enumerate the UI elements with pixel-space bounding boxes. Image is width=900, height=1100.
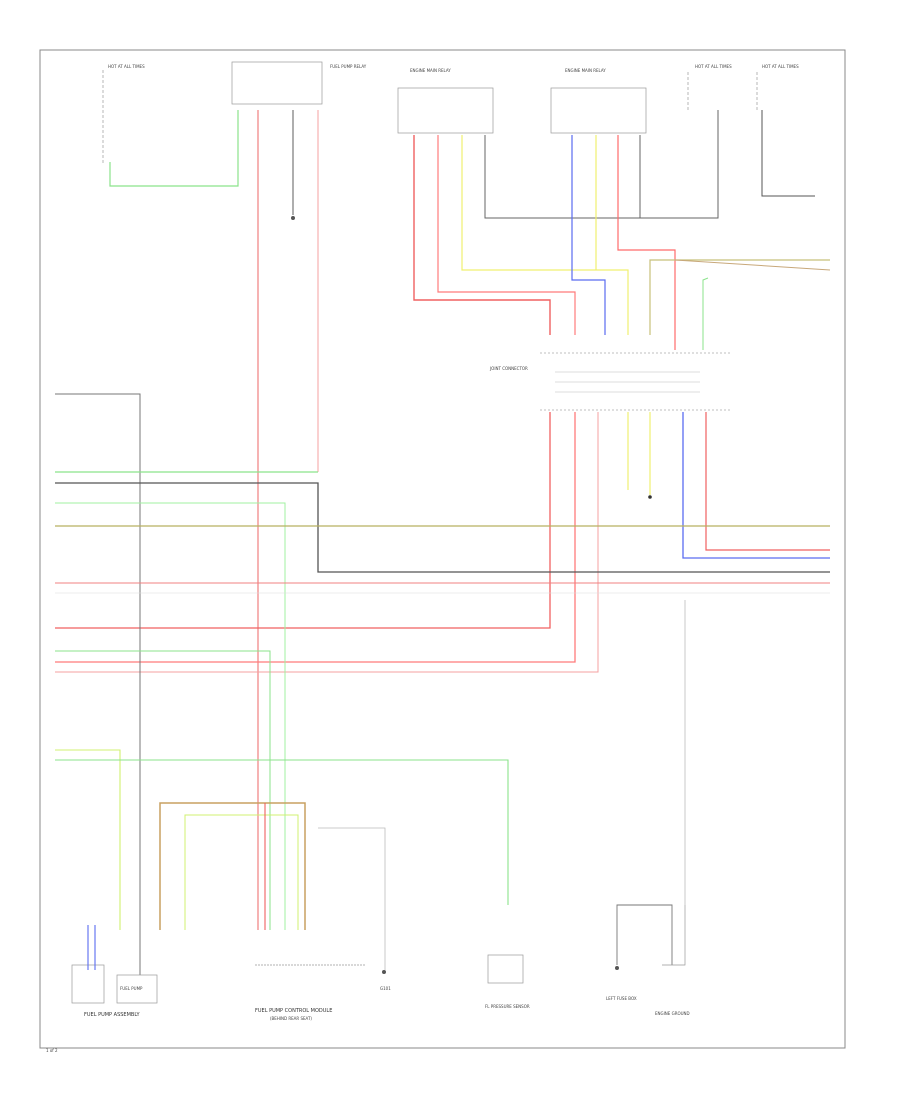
engine-ground: ENGINE GROUND xyxy=(655,905,690,1016)
fuel-pump-assembly-label: FUEL PUMP ASSEMBLY xyxy=(84,1012,140,1018)
wire-green-h-760 xyxy=(55,759,509,905)
hot-fuse-left: HOT AT ALL TIMES xyxy=(102,64,145,165)
fuel-pressure-sensor-label: FL PRESSURE SENSOR xyxy=(485,1004,530,1009)
wire-green-h-651 xyxy=(55,650,271,930)
fuel-pressure-sensor: FL PRESSURE SENSOR xyxy=(485,954,530,1009)
wire-yellowgreen-h-750 xyxy=(55,749,121,930)
fuel-pump-control-module-sub-label: (BEHIND REAR SEAT) xyxy=(270,1016,312,1021)
wire-tan-harness xyxy=(159,802,306,930)
wire-pink-to-left xyxy=(55,412,599,673)
page-reference: 1 of 2 xyxy=(46,1048,58,1053)
fuel-pump-assembly: FUEL PUMP FUEL PUMP ASSEMBLY xyxy=(71,925,158,1018)
fuel-pump-control-module: FUEL PUMP CONTROL MODULE (BEHIND REAR SE… xyxy=(255,964,391,1021)
wire-black-h-483 xyxy=(55,482,830,573)
joint-connector: JOINT CONNECTOR xyxy=(489,352,730,411)
wire-gray-left-drop xyxy=(55,393,141,975)
wire-tan-right-1 xyxy=(649,259,830,335)
fuel-pump-relay-label: FUEL PUMP RELAY xyxy=(330,64,367,69)
left-fuse-box-label: LEFT FUSE BOX xyxy=(606,996,637,1001)
wire-red-main1-b xyxy=(437,135,576,335)
fuel-pump-control-module-label: FUEL PUMP CONTROL MODULE xyxy=(255,1008,332,1014)
splice-point-1 xyxy=(648,495,652,499)
wire-yellow-main1 xyxy=(461,135,629,335)
hot-fuse-right-label-2: HOT AT ALL TIMES xyxy=(762,64,799,69)
wire-tan-right-2 xyxy=(674,259,831,271)
main-relay-2-label: ENGINE MAIN RELAY xyxy=(565,68,606,73)
wire-red-main1-a xyxy=(413,135,551,335)
wire-lightgreen-h-503 xyxy=(55,502,286,930)
wire-red-to-right xyxy=(705,412,830,551)
ground-symbol-relay xyxy=(291,216,295,220)
engine-ground-label: ENGINE GROUND xyxy=(655,1011,690,1016)
wire-gray-module-ground xyxy=(318,827,386,970)
ground-module-label: G101 xyxy=(380,986,391,991)
left-fuse-box: LEFT FUSE BOX xyxy=(606,904,673,1001)
wire-blue-main2 xyxy=(571,135,606,335)
hot-fuse-right-label-1: HOT AT ALL TIMES xyxy=(695,64,732,69)
wire-green-top-left xyxy=(109,110,239,187)
wire-green-connector-right xyxy=(702,277,709,350)
wire-red-to-left-2 xyxy=(55,412,576,663)
fuel-pump-relay: FUEL PUMP RELAY xyxy=(231,61,367,105)
wire-gray-main1 xyxy=(484,110,719,219)
joint-connector-label: JOINT CONNECTOR xyxy=(489,366,528,371)
ground-module xyxy=(382,970,386,974)
fuel-pump-label: FUEL PUMP xyxy=(120,986,143,991)
hot-fuse-left-label: HOT AT ALL TIMES xyxy=(108,64,145,69)
main-relay-2: ENGINE MAIN RELAY xyxy=(550,68,647,134)
wire-blue-to-right xyxy=(682,412,830,559)
wire-red-to-left-1 xyxy=(55,412,551,629)
wire-red-main2 xyxy=(617,135,676,350)
wire-black-right-fuse xyxy=(761,110,815,197)
wire-yellow-harness xyxy=(184,814,299,930)
main-relay-1: ENGINE MAIN RELAY xyxy=(397,68,494,134)
diagram-frame xyxy=(39,49,846,1049)
main-relay-1-label: ENGINE MAIN RELAY xyxy=(410,68,451,73)
hot-fuse-right: HOT AT ALL TIMES HOT AT ALL TIMES xyxy=(687,64,799,110)
